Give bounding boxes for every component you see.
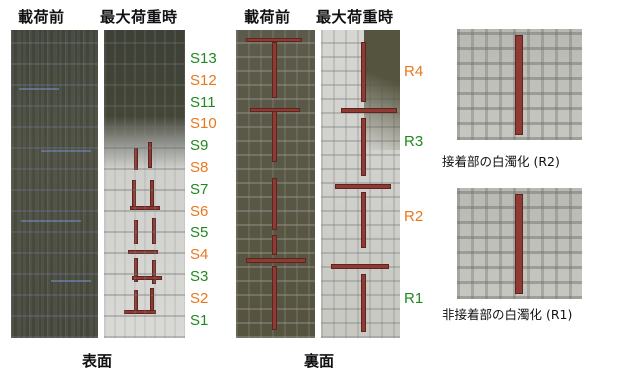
header-back-before: 載荷前 <box>244 8 291 26</box>
front-label-s5: S5 <box>190 224 209 242</box>
back-label-r1: R1 <box>404 290 424 307</box>
front-label-s13: S13 <box>190 50 217 67</box>
front-label-s4: S4 <box>190 246 209 264</box>
front-label-s1: S1 <box>190 311 209 329</box>
back-before-image <box>236 30 315 338</box>
caption-front: 表面 <box>82 352 113 370</box>
back-label-r3: R3 <box>404 133 424 150</box>
front-label-s9: S9 <box>190 137 209 155</box>
front-before-image <box>11 30 98 338</box>
header-back-max: 最大荷重時 <box>316 8 394 26</box>
header-front-max: 最大荷重時 <box>100 8 178 26</box>
header-front-before: 載荷前 <box>18 8 65 26</box>
caption-zoom-r2: 接着部の白濁化 (R2) <box>442 154 560 169</box>
caption-back: 裏面 <box>304 352 335 370</box>
front-label-s6: S6 <box>190 202 209 220</box>
front-label-s3: S3 <box>190 268 209 285</box>
front-label-s2: S2 <box>190 289 209 307</box>
back-max-image <box>321 30 400 338</box>
front-label-s11: S11 <box>190 93 216 111</box>
zoom-image-r2 <box>457 29 582 140</box>
front-max-image <box>104 30 185 338</box>
back-label-r4: R4 <box>404 63 424 80</box>
zoom-image-r1 <box>457 188 582 299</box>
front-label-s12: S12 <box>190 71 217 89</box>
caption-zoom-r1: 非接着部の白濁化 (R1) <box>442 307 573 322</box>
front-label-s10: S10 <box>190 115 217 133</box>
front-label-s7: S7 <box>190 180 209 198</box>
front-label-s8: S8 <box>190 159 209 176</box>
back-label-r2: R2 <box>404 208 424 225</box>
